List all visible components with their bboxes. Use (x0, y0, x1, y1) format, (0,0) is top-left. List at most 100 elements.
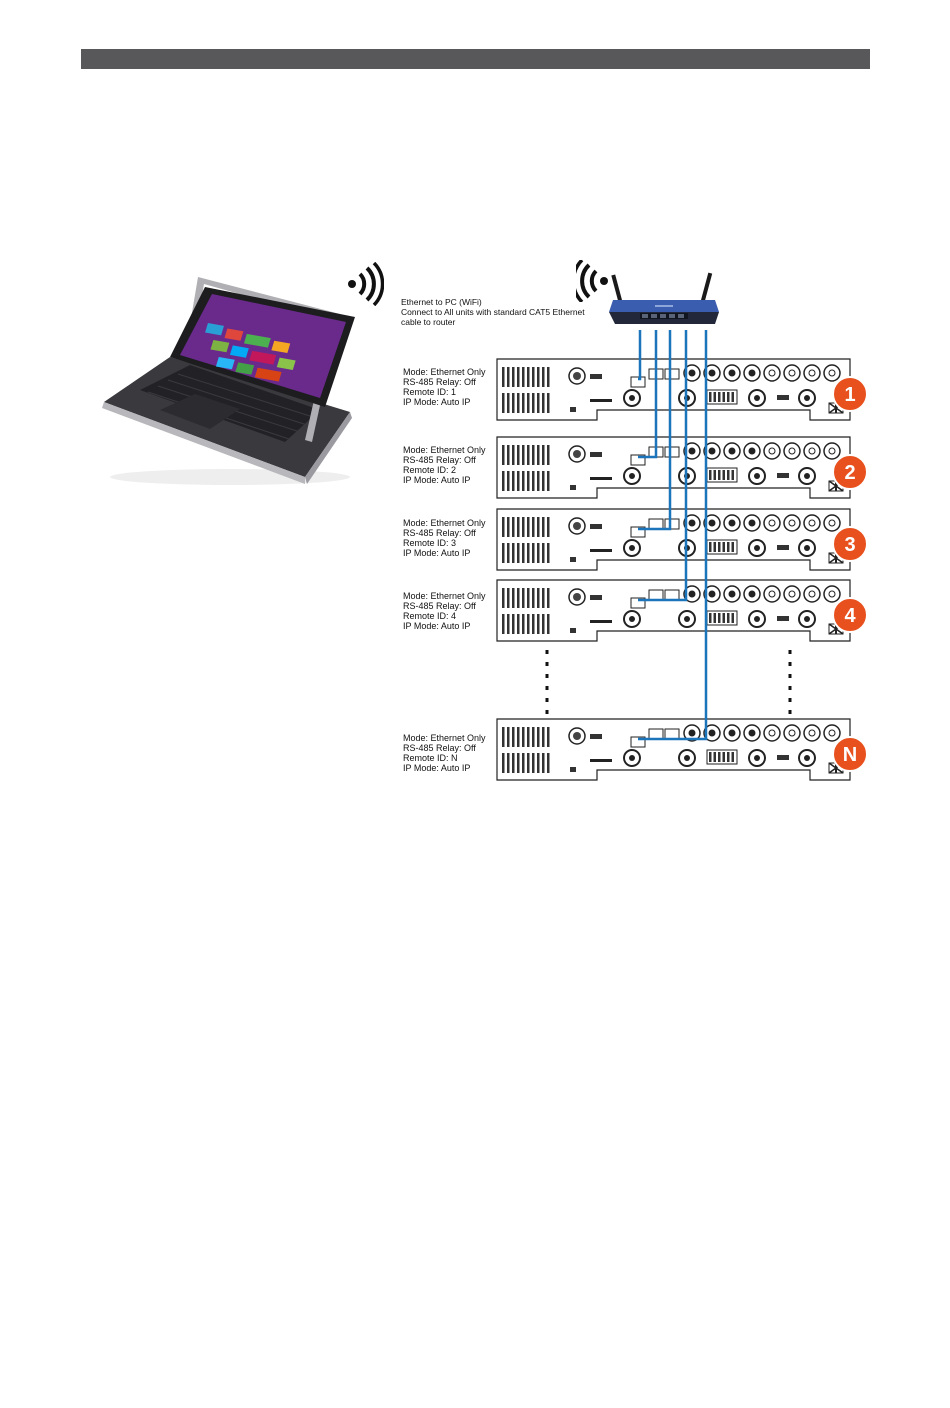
xlr-connector (828, 369, 836, 377)
unit-chassis (496, 579, 851, 642)
unit-number-label: 3 (844, 534, 855, 556)
xlr-connector (808, 590, 816, 598)
phoenix-pin (709, 470, 712, 480)
vent-slot (537, 445, 540, 465)
vent-slot (542, 727, 545, 747)
xlr-connector (828, 519, 836, 527)
xlr-connector (683, 442, 701, 460)
vent-slot (547, 753, 550, 773)
vent-slot (502, 445, 505, 465)
power-socket (573, 732, 581, 740)
phoenix-pin (731, 613, 734, 623)
phoenix-pin (727, 542, 730, 552)
vent-slot (502, 753, 505, 773)
terminal-block (590, 374, 602, 379)
vent-slot (507, 471, 510, 491)
speaker-output (684, 616, 690, 622)
xlr-connector (803, 442, 821, 460)
vent-slot (512, 471, 515, 491)
label-strip (777, 755, 789, 760)
continuation-dot (545, 662, 549, 666)
vent-slot (532, 727, 535, 747)
xlr-connector (723, 724, 741, 742)
vent-slot (517, 753, 520, 773)
unit-number-badge (832, 597, 868, 633)
ce-mark (570, 767, 576, 772)
vent-slot (522, 471, 525, 491)
vent-slot (537, 471, 540, 491)
phoenix-pin (713, 542, 716, 552)
mode-label: Mode: Ethernet Only (403, 733, 486, 743)
speaker-output (629, 545, 635, 551)
xlr-connector (823, 724, 841, 742)
label-strip (777, 395, 789, 400)
xlr-connector (768, 729, 776, 737)
continuation-dot (788, 662, 792, 666)
vent-slot (522, 445, 525, 465)
speaker-output (629, 473, 635, 479)
xlr-connector (763, 442, 781, 460)
xlr-connector (683, 364, 701, 382)
unit-number-badge (832, 376, 868, 412)
relay-label: RS-485 Relay: Off (403, 743, 476, 753)
phoenix-pin (709, 392, 712, 402)
xlr-connector (728, 590, 736, 598)
power-socket (568, 445, 586, 463)
vent-slot (522, 543, 525, 563)
label-strip (777, 473, 789, 478)
xlr-connector (703, 364, 721, 382)
vent-slot (522, 367, 525, 387)
vent-slot (512, 614, 515, 634)
vent-slot (522, 727, 525, 747)
unit-settings: Mode: Ethernet Only RS-485 Relay: Off Re… (403, 733, 486, 773)
speaker-output (804, 616, 810, 622)
xlr-connector (728, 519, 736, 527)
vent-slot (512, 393, 515, 413)
terminal-block (590, 595, 602, 600)
vent-slot (522, 614, 525, 634)
unit-number-label: 4 (844, 605, 856, 627)
unit-settings: Mode: Ethernet Only RS-485 Relay: Off Re… (403, 367, 486, 407)
vent-slot (512, 727, 515, 747)
phoenix-pin (727, 470, 730, 480)
unit-settings: Mode: Ethernet Only RS-485 Relay: Off Re… (403, 518, 486, 558)
router-caption: Ethernet to PC (WiFi) Connect to All uni… (401, 297, 585, 327)
vent-slot (532, 393, 535, 413)
xlr-connector (768, 447, 776, 455)
vent-slot (547, 588, 550, 608)
xlr-connector (783, 585, 801, 603)
label-strip (590, 620, 612, 623)
xlr-connector (783, 724, 801, 742)
vent-slot (542, 393, 545, 413)
xlr-connector (803, 585, 821, 603)
phoenix-pin (718, 542, 721, 552)
label-strip (777, 545, 789, 550)
xlr-connector (828, 729, 836, 737)
terminal-block (590, 524, 602, 529)
xlr-connector (688, 729, 696, 737)
vent-slot (532, 367, 535, 387)
ethernet-port (648, 589, 664, 601)
vent-slot (502, 517, 505, 537)
xlr-connector (703, 514, 721, 532)
xlr-connector (748, 519, 756, 527)
vent-slot (532, 614, 535, 634)
vent-slot (537, 517, 540, 537)
mode-label: Mode: Ethernet Only (403, 518, 486, 528)
phoenix-pin (731, 752, 734, 762)
vent-slot (527, 543, 530, 563)
vent-slot (517, 614, 520, 634)
vent-slot (512, 517, 515, 537)
continuation-dot (545, 650, 549, 654)
power-socket (568, 588, 586, 606)
continuation-dot (545, 710, 549, 714)
phoenix-pin (718, 613, 721, 623)
router-caption-line: Connect to All units with standard CAT5 … (401, 307, 585, 317)
vent-slot (502, 393, 505, 413)
vent-slot (547, 614, 550, 634)
xlr-connector (803, 724, 821, 742)
ip-mode-label: IP Mode: Auto IP (403, 397, 471, 407)
xlr-connector (688, 447, 696, 455)
ce-mark (570, 557, 576, 562)
phoenix-pin (709, 542, 712, 552)
